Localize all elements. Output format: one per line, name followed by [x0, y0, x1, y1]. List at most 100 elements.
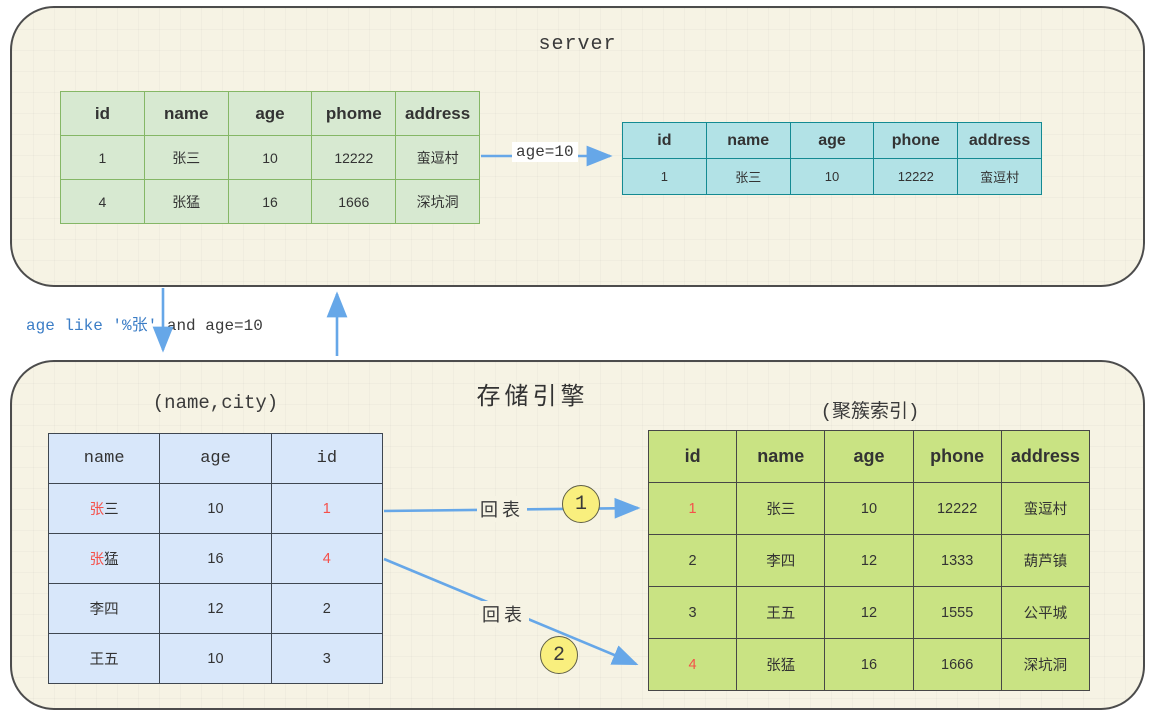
column-header: phone	[873, 122, 959, 159]
column-header: name	[705, 122, 791, 159]
table-cell: 16	[227, 179, 313, 224]
clustered-index-caption: (聚簇索引)	[820, 401, 920, 423]
table-row: 李四 12 2	[47, 583, 384, 634]
cell-text: 张	[89, 552, 105, 568]
column-header: id	[60, 91, 145, 136]
cell-text: 12222	[334, 149, 374, 166]
cell-text: 1	[98, 149, 107, 166]
column-header: phome	[311, 91, 397, 136]
cell-text: 蛮逗村	[980, 170, 1020, 185]
table-cell: 12	[159, 583, 272, 634]
cell-text: 4	[322, 550, 331, 567]
table-cell: 深坑洞	[1000, 638, 1091, 691]
column-header: age	[227, 91, 313, 136]
column-header: age	[789, 122, 875, 159]
table-cell: 4	[270, 533, 384, 584]
table-cell: 1	[647, 482, 738, 535]
cell-text: 蛮逗村	[416, 149, 459, 166]
table-cell: 2	[270, 583, 384, 634]
table-cell: 张三	[47, 483, 161, 534]
cell-text: 4	[98, 193, 107, 210]
table-cell: 10	[824, 482, 914, 535]
column-header: name	[47, 433, 161, 484]
table-cell: 蛮逗村	[957, 158, 1042, 195]
cell-text: 1333	[941, 552, 974, 569]
column-header: id	[647, 430, 738, 483]
sql-query-dark-part: and age=10	[157, 317, 263, 335]
secondary-index-caption: (name,city)	[152, 392, 279, 414]
cell-text: 公平城	[1023, 606, 1068, 622]
back-to-table-label-2: 回表	[479, 601, 529, 627]
table-cell: 12222	[311, 135, 397, 180]
table-cell: 1555	[912, 586, 1002, 639]
table-cell: 10	[789, 158, 875, 195]
cell-text: 10	[207, 650, 224, 667]
cell-text: 12	[860, 552, 878, 569]
back-to-table-label-1: 回表	[477, 496, 527, 522]
column-header: phone	[912, 430, 1002, 483]
table-cell: 4	[647, 638, 738, 691]
table-cell: 张三	[736, 482, 826, 535]
table-cell: 张猛	[736, 638, 826, 691]
table-cell: 王五	[736, 586, 826, 639]
table-cell: 张猛	[47, 533, 161, 584]
table-cell: 10	[159, 633, 272, 684]
column-header: address	[1000, 430, 1091, 483]
cell-text: 李四	[89, 602, 119, 618]
table-cell: 王五	[47, 633, 161, 684]
cell-text: 12	[860, 604, 878, 621]
table-cell: 张猛	[143, 179, 229, 224]
table-cell: 1333	[912, 534, 1002, 587]
cell-text: 16	[262, 193, 278, 210]
cell-text: 1	[688, 500, 697, 517]
table-cell: 1	[60, 135, 145, 180]
table-cell: 深坑洞	[395, 179, 480, 224]
cell-text: 张三	[172, 149, 201, 166]
cell-text: 王五	[89, 652, 119, 668]
table-cell: 1	[270, 483, 384, 534]
table-cell: 李四	[47, 583, 161, 634]
column-header: address	[395, 91, 480, 136]
column-header: address	[957, 122, 1042, 159]
table-row: 4 张猛 16 1666 深坑洞	[60, 179, 480, 224]
table-cell: 葫芦镇	[1000, 534, 1091, 587]
table-cell: 张三	[705, 158, 791, 195]
cell-text: 2	[322, 600, 331, 617]
cell-text: 张猛	[766, 658, 796, 674]
cell-text: 蛮逗村	[1023, 502, 1068, 518]
cell-text: 12222	[936, 500, 978, 517]
cell-text: 4	[688, 656, 697, 673]
column-header: age	[824, 430, 914, 483]
table-cell: 16	[159, 533, 272, 584]
column-header: id	[622, 122, 707, 159]
table-cell: 1666	[311, 179, 397, 224]
cell-text: 10	[262, 149, 278, 166]
cell-text: 葫芦镇	[1023, 554, 1068, 570]
table-cell: 蛮逗村	[1000, 482, 1091, 535]
cell-text: 12222	[897, 169, 934, 184]
table-cell: 蛮逗村	[395, 135, 480, 180]
table-row: 1 张三 10 12222 蛮逗村	[60, 135, 480, 180]
cell-text: 张三	[766, 502, 796, 518]
table-cell: 1	[622, 158, 707, 195]
cell-text: 12	[207, 600, 224, 617]
table-cell: 2	[647, 534, 738, 587]
cell-text: 王五	[766, 606, 796, 622]
table-cell: 16	[824, 638, 914, 691]
cell-text: 1	[660, 169, 669, 184]
column-header: age	[159, 433, 272, 484]
cell-text: 深坑洞	[416, 193, 459, 210]
table-cell: 10	[159, 483, 272, 534]
cell-text: 深坑洞	[1023, 658, 1068, 674]
